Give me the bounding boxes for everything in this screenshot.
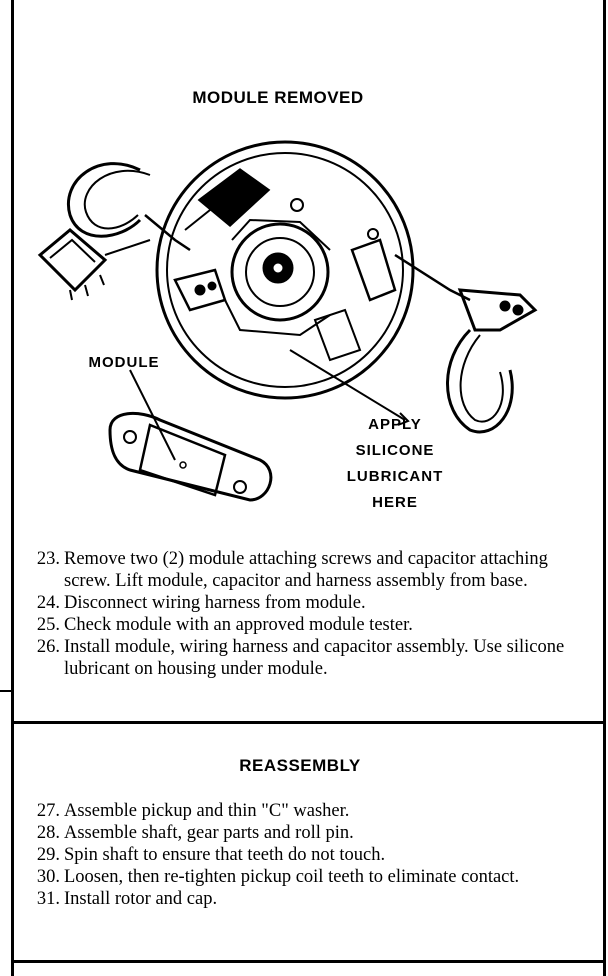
step-number: 27. xyxy=(36,801,60,821)
reassembly-title: REASSEMBLY xyxy=(239,756,361,775)
step-number: 25. xyxy=(36,615,60,635)
reassembly-steps: 27.Assemble pickup and thin "C" washer. … xyxy=(20,800,580,910)
step-text: Assemble pickup and thin "C" washer. xyxy=(64,801,350,821)
step-item: 30.Loosen, then re-tighten pickup coil t… xyxy=(20,866,580,888)
step-number: 30. xyxy=(36,867,60,887)
left-connector xyxy=(37,228,108,293)
step-text: Install module, wiring harness and capac… xyxy=(64,637,565,679)
step-number: 28. xyxy=(36,823,60,843)
lubricant-note-line: HERE xyxy=(372,494,418,511)
step-item: 27.Assemble pickup and thin "C" washer. xyxy=(20,800,580,822)
frame-right-border xyxy=(603,0,606,976)
bottom-divider xyxy=(11,960,606,963)
step-item: 24.Disconnect wiring harness from module… xyxy=(20,592,580,614)
distributor-illustration xyxy=(37,140,538,502)
lubricant-note: APPLY SILICONE LUBRICANT HERE xyxy=(320,412,470,516)
module-label: MODULE xyxy=(88,354,160,371)
step-item: 31.Install rotor and cap. xyxy=(20,888,580,910)
lubricant-leader-line xyxy=(289,349,406,421)
step-number: 31. xyxy=(36,889,60,909)
step-item: 26.Install module, wiring harness and ca… xyxy=(20,636,580,680)
distributor-base-plate xyxy=(155,140,415,400)
lubricant-note-line: SILICONE xyxy=(355,442,435,459)
step-text: Disconnect wiring harness from module. xyxy=(64,593,366,613)
module-leader-line xyxy=(129,369,176,461)
step-text: Check module with an approved module tes… xyxy=(64,615,413,635)
step-item: 23.Remove two (2) module attaching screw… xyxy=(20,548,580,592)
step-number: 24. xyxy=(36,593,60,613)
step-text: Install rotor and cap. xyxy=(64,889,218,909)
step-number: 23. xyxy=(36,549,60,569)
step-number: 26. xyxy=(36,637,60,657)
step-text: Spin shaft to ensure that teeth do not t… xyxy=(64,845,386,865)
harness-lead xyxy=(446,328,514,434)
figure-title: MODULE REMOVED xyxy=(192,88,364,107)
lubricant-note-line: APPLY xyxy=(368,416,422,433)
step-item: 25.Check module with an approved module … xyxy=(20,614,580,636)
frame-left-border xyxy=(11,0,14,976)
step-text: Loosen, then re-tighten pickup coil teet… xyxy=(64,867,520,887)
removal-steps: 23.Remove two (2) module attaching screw… xyxy=(20,548,580,680)
step-text: Assemble shaft, gear parts and roll pin. xyxy=(64,823,354,843)
lubricant-note-line: LUBRICANT xyxy=(346,468,444,485)
step-text: Remove two (2) module attaching screws a… xyxy=(64,549,548,591)
module-body xyxy=(108,411,273,502)
step-item: 29.Spin shaft to ensure that teeth do no… xyxy=(20,844,580,866)
section-divider xyxy=(11,721,606,724)
pickup-assembly xyxy=(230,222,330,322)
harness-loop xyxy=(67,162,142,238)
capacitor xyxy=(197,168,271,227)
right-connector xyxy=(457,288,538,332)
step-number: 29. xyxy=(36,845,60,865)
step-item: 28.Assemble shaft, gear parts and roll p… xyxy=(20,822,580,844)
margin-tick xyxy=(0,690,12,692)
